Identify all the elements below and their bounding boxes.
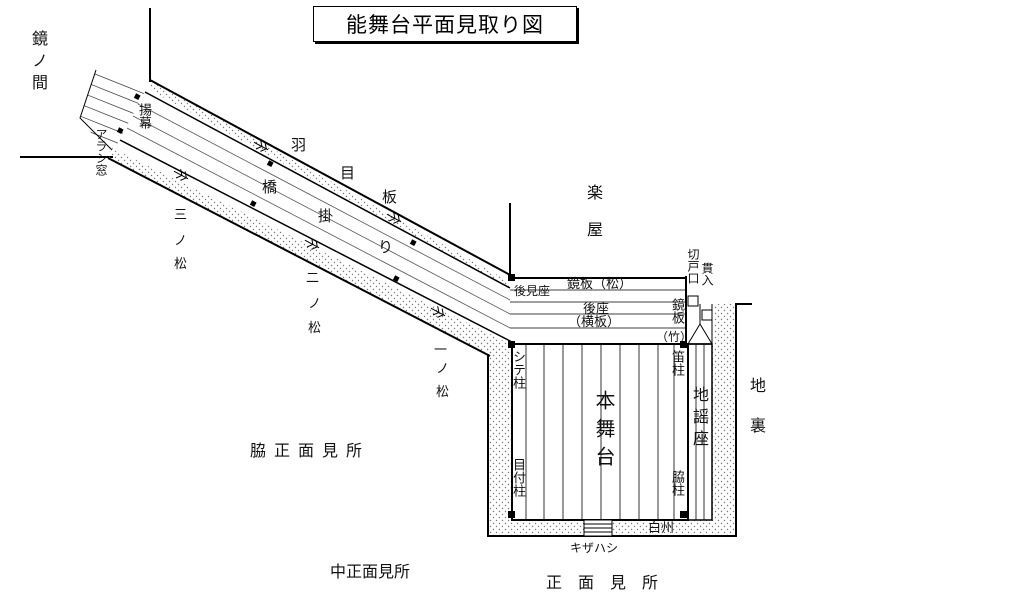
label-ato-kenza: 後見座 <box>514 284 551 298</box>
label-haame-ita-3: 板 <box>382 188 399 206</box>
label-san-no-matsu-2: ノ <box>174 234 188 249</box>
label-naka-shomen: 中正面見所 <box>330 562 411 581</box>
label-hashigakari-1: 橋 <box>262 178 279 196</box>
pine-mark-lower-3 <box>173 169 189 181</box>
label-san-no-matsu-1: 三 <box>174 208 188 223</box>
label-shomen: 正面見所 <box>546 573 675 592</box>
white-sand-outline <box>487 303 752 537</box>
pine-mark-lower-2 <box>304 238 320 250</box>
kiritoguchi-door <box>687 295 713 346</box>
label-waki-shomen: 脇正面見所 <box>250 441 371 460</box>
white-sand-strip-bridge-lower <box>106 148 510 356</box>
label-ichi-no-matsu-3: 松 <box>436 385 450 400</box>
label-jiura-2: 裏 <box>750 416 767 435</box>
label-kagami-ita-take-note: （竹） <box>656 330 693 344</box>
kizahashi-steps <box>583 519 613 537</box>
kagami-no-ma-walls <box>20 8 151 158</box>
label-agemaku: 揚幕 <box>136 103 151 129</box>
label-fuebashira: 笛柱 <box>669 350 684 376</box>
label-ni-no-matsu-3: 松 <box>308 321 322 336</box>
pine-mark-lower-1 <box>430 306 446 318</box>
label-kizahashi: キザハシ <box>570 541 619 555</box>
label-wakibashira: 脇柱 <box>669 470 684 496</box>
label-shirasu: 白州 <box>648 521 675 536</box>
label-hashigakari-2: 掛 <box>318 207 335 225</box>
label-kagami-ita-take: 鏡板 <box>669 298 684 324</box>
pine-marks <box>173 140 446 318</box>
label-yokoita: （横板） <box>568 315 621 330</box>
hashigakari-bridge <box>107 79 513 357</box>
shitebashira-corner <box>508 341 515 348</box>
metsukebashira-pillar <box>508 511 515 518</box>
label-jiutaiza: 地謡座 <box>690 386 709 452</box>
label-arashimado: アラシ窓 <box>94 128 108 176</box>
label-ni-no-matsu-1: 二 <box>306 271 320 286</box>
label-kagami-ita-matsu: 鏡板（松） <box>567 277 633 292</box>
label-gakuya-1: 楽 <box>587 183 604 202</box>
agemaku-outline <box>79 69 113 151</box>
title-box: 能舞台平面見取り図 <box>313 6 577 42</box>
label-hon-butai: 本舞台 <box>592 390 616 474</box>
white-sand-strip-bridge-upper <box>150 80 510 288</box>
label-hashigakari-3: り <box>378 238 395 256</box>
label-shitebashira: シテ柱 <box>510 350 525 389</box>
label-jiura-1: 地 <box>750 376 767 395</box>
label-haame-ita-2: 目 <box>340 164 357 182</box>
diagram-title: 能舞台平面見取り図 <box>346 13 544 37</box>
jiutaiza-area <box>687 343 713 521</box>
label-nuki-iri: 貫入 <box>700 262 714 286</box>
pine-mark-upper-1 <box>253 140 269 152</box>
label-san-no-matsu-3: 松 <box>174 257 188 272</box>
label-ichi-no-matsu-1: 一 <box>434 343 448 358</box>
label-ni-no-matsu-2: ノ <box>308 297 322 312</box>
fuebashira-pillar <box>680 341 687 348</box>
label-gakuya-2: 屋 <box>587 220 604 239</box>
label-ichi-no-matsu-2: ノ <box>436 362 450 377</box>
pine-mark-upper-2 <box>386 212 402 224</box>
label-metsukebashira: 目付柱 <box>510 458 525 497</box>
label-kiritoguchi: 切戸口 <box>686 248 700 284</box>
stage-pillars <box>508 274 687 518</box>
label-haame-ita-1: 羽 <box>291 136 308 154</box>
label-kagami-no-ma: 鏡ノ間 <box>29 30 48 96</box>
label-atoza: 後座 <box>583 302 610 317</box>
wakibashira-pillar <box>680 511 687 518</box>
shitebashira-pillar <box>508 274 515 281</box>
bridge-posts <box>116 93 417 283</box>
